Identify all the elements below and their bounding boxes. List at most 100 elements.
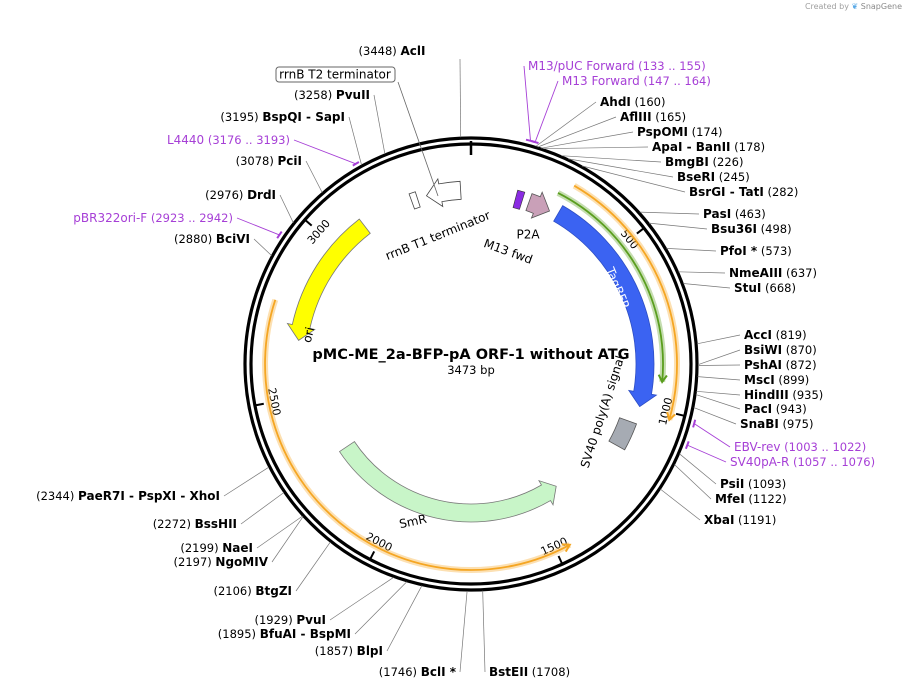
restriction-site[interactable]: (2199) NaeI: [180, 541, 253, 555]
site-leader: [542, 146, 649, 150]
site-pos: (160): [631, 95, 666, 109]
site-pos: (935): [789, 388, 824, 402]
smr-feature[interactable]: [338, 441, 557, 523]
restriction-site[interactable]: (2880) BciVI: [174, 232, 250, 246]
rrnb-t2-leader: [397, 81, 439, 197]
site-leader: [679, 453, 717, 485]
primer[interactable]: L4440 (3176 .. 3193): [167, 133, 290, 147]
sv40-label: SV40 poly(A) signal: [578, 354, 628, 470]
restriction-site[interactable]: NmeAIII (637): [729, 266, 817, 280]
svg-text:(2106) BtgZI: (2106) BtgZI: [213, 584, 292, 598]
primer-arc: [692, 419, 697, 428]
sv40-feature[interactable]: [608, 417, 638, 451]
restriction-site[interactable]: (3258) PvuII: [294, 88, 370, 102]
rrnb-t2-label-box[interactable]: [275, 66, 396, 83]
restriction-site[interactable]: (1857) BlpI: [315, 644, 383, 658]
credit-prefix: Created by: [804, 2, 849, 11]
restriction-site[interactable]: (3195) BspQI - SapI: [220, 110, 345, 124]
svg-text:(2880) BciVI: (2880) BciVI: [174, 232, 250, 246]
features[interactable]: [286, 177, 658, 523]
rrnb-t1-feature[interactable]: [425, 177, 462, 208]
site-pos: (819): [772, 328, 807, 342]
svg-text:PfoI * (573): PfoI * (573): [720, 244, 792, 258]
restriction-site-labels[interactable]: (3448) AclI (3258) PvuII (3195) BspQI - Sa…: [36, 44, 823, 679]
site-name: MfeI: [715, 492, 745, 506]
site-leader: [697, 376, 741, 381]
restriction-site[interactable]: PasI (463): [703, 207, 766, 221]
site-pos: (573): [757, 244, 792, 258]
restriction-site[interactable]: MscI (899): [744, 373, 809, 387]
restriction-site[interactable]: StuI (668): [734, 281, 796, 295]
restriction-site[interactable]: PsiI (1093): [720, 477, 786, 491]
svg-text:M13 Forward (147 .. 164): M13 Forward (147 .. 164): [562, 74, 711, 88]
restriction-site[interactable]: ApaI - BanII (178): [652, 140, 765, 154]
site-pos: (165): [652, 110, 687, 124]
site-leader: [696, 390, 741, 396]
restriction-site[interactable]: AhdI (160): [600, 95, 665, 109]
tick-label: 3000: [305, 217, 333, 247]
restriction-site[interactable]: HindIII (935): [744, 388, 823, 402]
site-name: AclI: [400, 44, 425, 58]
m13-fwd-feature[interactable]: [512, 189, 526, 210]
site-pos: (498): [757, 222, 792, 236]
svg-text:PasI (463): PasI (463): [703, 207, 766, 221]
site-leader: [279, 194, 294, 223]
site-pos: (2344): [36, 489, 78, 503]
restriction-site[interactable]: (3448) AclI: [359, 44, 426, 58]
orf-arc: [264, 299, 571, 571]
restriction-site[interactable]: AflIII (165): [620, 110, 686, 124]
primer-labels[interactable]: M13/pUC Forward (133 .. 155)M13 Forward …: [73, 59, 875, 469]
restriction-site[interactable]: PfoI * (573): [720, 244, 792, 258]
restriction-site[interactable]: BsiWI (870): [744, 343, 817, 357]
restriction-site[interactable]: (2106) BtgZI: [213, 584, 292, 598]
site-name: DrdI: [247, 188, 276, 202]
restriction-site[interactable]: PspOMI (174): [637, 125, 723, 139]
site-name: BsiWI: [744, 343, 782, 357]
site-pos: (2272): [153, 517, 195, 531]
svg-text:BsrGI - TatI (282): BsrGI - TatI (282): [689, 185, 798, 199]
restriction-site[interactable]: PshAI (872): [744, 358, 817, 372]
ori-feature[interactable]: [286, 218, 371, 341]
tick-mark: [636, 227, 644, 235]
site-name: PciI: [278, 154, 303, 168]
primer[interactable]: SV40pA-R (1057 .. 1076): [730, 455, 875, 469]
primer[interactable]: M13/pUC Forward (133 .. 155): [528, 59, 706, 73]
svg-text:XbaI (1191): XbaI (1191): [704, 513, 776, 527]
restriction-site[interactable]: MfeI (1122): [715, 492, 787, 506]
plasmid-name: pMC-ME_2a-BFP-pA ORF-1 without ATG: [312, 347, 629, 363]
restriction-site[interactable]: PacI (943): [744, 402, 807, 416]
site-pos: (899): [775, 373, 810, 387]
primer[interactable]: EBV-rev (1003 .. 1022): [734, 440, 866, 454]
orf-arc: [573, 184, 678, 421]
restriction-site[interactable]: BsrGI - TatI (282): [689, 185, 798, 199]
restriction-site[interactable]: AccI (819): [744, 328, 807, 342]
svg-text:(3258) PvuII: (3258) PvuII: [294, 88, 370, 102]
restriction-site[interactable]: (1746) BclI *: [379, 665, 457, 679]
restriction-site[interactable]: SnaBI (975): [740, 417, 814, 431]
rrnb-t2-feature[interactable]: [408, 191, 421, 210]
primer[interactable]: M13 Forward (147 .. 164): [562, 74, 711, 88]
restriction-site[interactable]: BmgBI (226): [665, 155, 743, 169]
primer[interactable]: pBR322ori-F (2923 .. 2942): [73, 211, 233, 225]
restriction-site[interactable]: (3078) PciI: [236, 154, 302, 168]
site-name: BlpI: [357, 644, 383, 658]
ori-label: ori: [300, 326, 317, 345]
restriction-site[interactable]: (1895) BfuAI - BspMI: [218, 627, 351, 641]
restriction-site[interactable]: BstEII (1708): [489, 665, 570, 679]
restriction-site[interactable]: Bsu36I (498): [711, 222, 792, 236]
site-name: PfoI *: [720, 244, 758, 258]
p2a-feature[interactable]: [525, 191, 551, 219]
site-name: BciVI: [216, 232, 250, 246]
primer-name: M13 Forward: [562, 74, 640, 88]
restriction-site[interactable]: (2344) PaeR7I - PspXI - XhoI: [36, 489, 220, 503]
tagbfp-feature[interactable]: [553, 205, 658, 408]
primer-range: (3176 .. 3193): [204, 133, 290, 147]
restriction-site[interactable]: (2272) BssHII: [153, 517, 237, 531]
restriction-site[interactable]: BseRI (245): [677, 170, 750, 184]
restriction-site[interactable]: (1929) PvuI: [254, 613, 326, 627]
svg-text:ApaI - BanII (178): ApaI - BanII (178): [652, 140, 765, 154]
restriction-site[interactable]: (2976) DrdI: [205, 188, 276, 202]
restriction-site[interactable]: XbaI (1191): [704, 513, 776, 527]
restriction-site[interactable]: (2197) NgoMIV: [174, 555, 269, 569]
